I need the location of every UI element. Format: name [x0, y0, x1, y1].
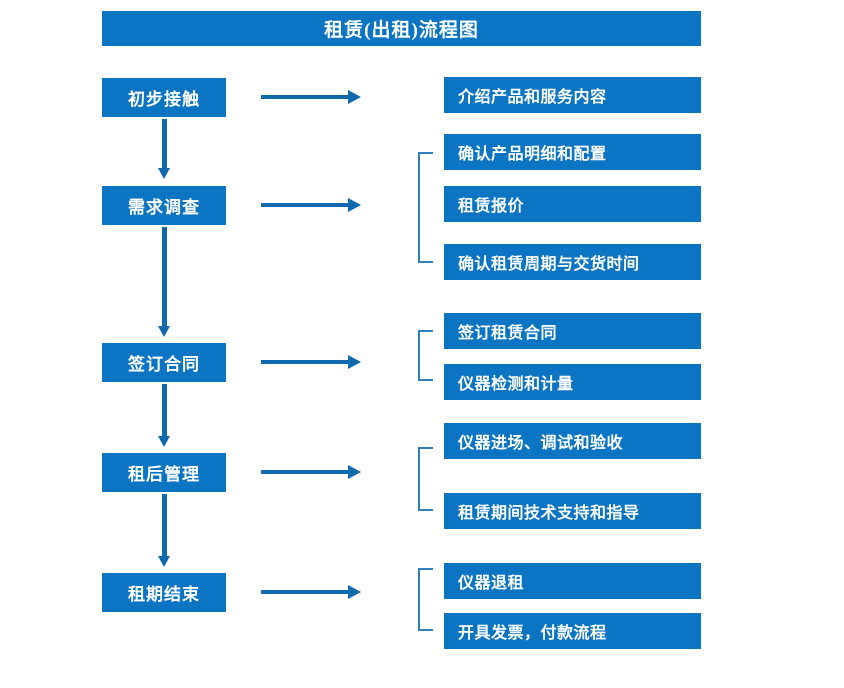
horizontal-arrow-3	[261, 355, 361, 369]
arrow-head	[348, 585, 361, 599]
detail-box-4[interactable]: 确认租赁周期与交货时间	[444, 244, 701, 280]
detail-box-7[interactable]: 仪器进场、调试和验收	[444, 423, 701, 459]
stage-box-4[interactable]: 租后管理	[102, 453, 226, 492]
horizontal-arrow-1	[261, 90, 361, 104]
arrow-head	[158, 168, 170, 179]
vertical-arrow-3	[158, 384, 171, 447]
group-bracket-2	[418, 330, 433, 381]
detail-box-8[interactable]: 租赁期间技术支持和指导	[444, 493, 701, 529]
vertical-arrow-1	[158, 119, 171, 179]
detail-box-2[interactable]: 确认产品明细和配置	[444, 134, 701, 170]
arrow-head	[348, 198, 361, 212]
arrow-head	[158, 326, 170, 337]
stage-box-2[interactable]: 需求调查	[102, 186, 226, 225]
arrow-head	[348, 465, 361, 479]
detail-box-6[interactable]: 仪器检测和计量	[444, 364, 701, 400]
arrow-head	[348, 355, 361, 369]
arrow-shaft	[261, 203, 349, 207]
group-bracket-4	[418, 568, 433, 631]
stage-box-5[interactable]: 租期结束	[102, 573, 226, 612]
horizontal-arrow-2	[261, 198, 361, 212]
vertical-arrow-4	[158, 494, 171, 567]
stage-box-3[interactable]: 签订合同	[102, 343, 226, 382]
arrow-head	[158, 556, 170, 567]
arrow-shaft	[162, 494, 167, 556]
arrow-shaft	[162, 119, 167, 168]
arrow-head	[158, 436, 170, 447]
vertical-arrow-2	[158, 227, 171, 337]
horizontal-arrow-5	[261, 585, 361, 599]
detail-box-9[interactable]: 仪器退租	[444, 563, 701, 599]
detail-box-3[interactable]: 租赁报价	[444, 186, 701, 222]
arrow-shaft	[162, 384, 167, 436]
chart-title: 租赁(出租)流程图	[102, 11, 701, 46]
stage-box-1[interactable]: 初步接触	[102, 78, 226, 117]
arrow-head	[348, 90, 361, 104]
detail-box-5[interactable]: 签订租赁合同	[444, 313, 701, 349]
detail-box-1[interactable]: 介绍产品和服务内容	[444, 77, 701, 113]
horizontal-arrow-4	[261, 465, 361, 479]
arrow-shaft	[261, 590, 349, 594]
arrow-shaft	[162, 227, 167, 326]
arrow-shaft	[261, 360, 349, 364]
arrow-shaft	[261, 470, 349, 474]
arrow-shaft	[261, 95, 349, 99]
group-bracket-1	[418, 152, 433, 263]
detail-box-10[interactable]: 开具发票，付款流程	[444, 613, 701, 649]
group-bracket-3	[418, 447, 433, 511]
